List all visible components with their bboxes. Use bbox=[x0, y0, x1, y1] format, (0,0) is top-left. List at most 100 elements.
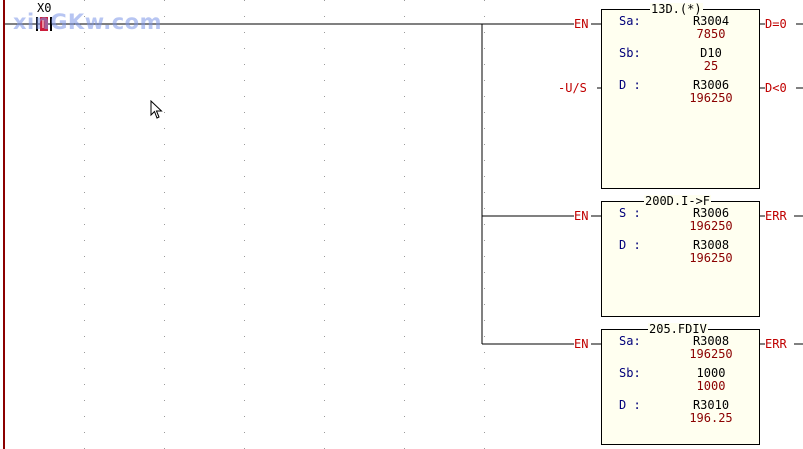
grid-dot bbox=[164, 224, 165, 225]
grid-dot bbox=[404, 16, 405, 17]
grid-dot bbox=[484, 80, 485, 81]
function-block-fdiv[interactable] bbox=[601, 329, 760, 445]
grid-dot bbox=[324, 304, 325, 305]
grid-dot bbox=[244, 176, 245, 177]
grid-dot bbox=[484, 400, 485, 401]
param-value-d: 196250 bbox=[689, 91, 733, 105]
grid-dot bbox=[324, 176, 325, 177]
grid-dot bbox=[324, 288, 325, 289]
grid-dot bbox=[244, 400, 245, 401]
grid-dot bbox=[484, 16, 485, 17]
grid-dot bbox=[484, 304, 485, 305]
grid-dot bbox=[484, 208, 485, 209]
grid-dot bbox=[404, 112, 405, 113]
grid-dot bbox=[484, 112, 485, 113]
block-title: 200D.I->F bbox=[644, 194, 712, 208]
param-name-s[interactable]: R3006 bbox=[692, 206, 730, 220]
grid-dot bbox=[484, 32, 485, 33]
grid-dot bbox=[84, 240, 85, 241]
grid-dot bbox=[164, 64, 165, 65]
grid-dot bbox=[244, 192, 245, 193]
grid-dot bbox=[404, 208, 405, 209]
grid-dot bbox=[84, 32, 85, 33]
grid-dot bbox=[244, 256, 245, 257]
grid-dot bbox=[404, 224, 405, 225]
grid-dot bbox=[404, 32, 405, 33]
grid-dot bbox=[484, 288, 485, 289]
param-name-sb[interactable]: 1000 bbox=[696, 366, 726, 380]
grid-dot bbox=[244, 16, 245, 17]
grid-dot bbox=[244, 112, 245, 113]
grid-dot bbox=[84, 256, 85, 257]
param-name-sa[interactable]: R3004 bbox=[692, 14, 730, 28]
grid-dot bbox=[324, 0, 325, 1]
pin-err: ERR bbox=[765, 337, 787, 351]
contact-label: X0 bbox=[37, 1, 52, 15]
grid-dot bbox=[244, 144, 245, 145]
grid-dot bbox=[324, 384, 325, 385]
grid-dot bbox=[244, 304, 245, 305]
param-name-sb[interactable]: D10 bbox=[700, 46, 722, 60]
function-block-int-to-float[interactable] bbox=[601, 201, 760, 317]
pin-us: -U/S bbox=[558, 81, 587, 95]
grid-dot bbox=[244, 208, 245, 209]
grid-dot bbox=[84, 16, 85, 17]
grid-dot bbox=[164, 416, 165, 417]
grid-dot bbox=[164, 0, 165, 1]
grid-dot bbox=[484, 160, 485, 161]
grid-dot bbox=[324, 32, 325, 33]
param-name-d[interactable]: R3006 bbox=[692, 78, 730, 92]
grid-dot bbox=[164, 320, 165, 321]
param-value-sb: 25 bbox=[703, 59, 719, 73]
grid-dot bbox=[84, 320, 85, 321]
grid-dot bbox=[244, 160, 245, 161]
param-name-sa[interactable]: R3008 bbox=[692, 334, 730, 348]
grid-dot bbox=[84, 96, 85, 97]
grid-dot bbox=[84, 224, 85, 225]
grid-dot bbox=[244, 96, 245, 97]
grid-dot bbox=[404, 48, 405, 49]
param-name-d[interactable]: R3010 bbox=[692, 398, 730, 412]
grid-dot bbox=[244, 64, 245, 65]
pin-en: EN bbox=[574, 209, 589, 223]
grid-dot bbox=[484, 320, 485, 321]
grid-dot bbox=[84, 336, 85, 337]
grid-dot bbox=[164, 192, 165, 193]
param-value-sa: 7850 bbox=[696, 27, 726, 41]
grid-dot bbox=[404, 368, 405, 369]
grid-dot bbox=[404, 320, 405, 321]
param-label-sb: Sb: bbox=[619, 46, 641, 60]
grid-dot bbox=[324, 96, 325, 97]
grid-dot bbox=[164, 352, 165, 353]
grid-dot bbox=[484, 64, 485, 65]
grid-dot bbox=[164, 208, 165, 209]
grid-dot bbox=[164, 48, 165, 49]
grid-dot bbox=[84, 432, 85, 433]
pin-err: ERR bbox=[765, 209, 787, 223]
contact-icon[interactable] bbox=[36, 17, 52, 31]
param-label-sa: Sa: bbox=[619, 14, 641, 28]
grid-dot bbox=[324, 80, 325, 81]
grid-dot bbox=[244, 32, 245, 33]
param-name-d[interactable]: R3008 bbox=[692, 238, 730, 252]
pin-d-zero: D=0 bbox=[765, 17, 787, 31]
grid-dot bbox=[84, 64, 85, 65]
function-block-multiply[interactable] bbox=[601, 9, 760, 189]
grid-dot bbox=[164, 112, 165, 113]
grid-dot bbox=[324, 352, 325, 353]
grid-dot bbox=[324, 240, 325, 241]
grid-dot bbox=[164, 240, 165, 241]
grid-dot bbox=[84, 48, 85, 49]
grid-dot bbox=[484, 0, 485, 1]
grid-dot bbox=[404, 144, 405, 145]
grid-dot bbox=[244, 384, 245, 385]
grid-dot bbox=[324, 224, 325, 225]
grid-dot bbox=[84, 352, 85, 353]
param-label-d: D : bbox=[619, 398, 641, 412]
grid-dot bbox=[324, 160, 325, 161]
grid-dot bbox=[244, 128, 245, 129]
grid-dot bbox=[484, 352, 485, 353]
grid-dot bbox=[164, 272, 165, 273]
grid-dot bbox=[324, 272, 325, 273]
grid-dot bbox=[164, 432, 165, 433]
